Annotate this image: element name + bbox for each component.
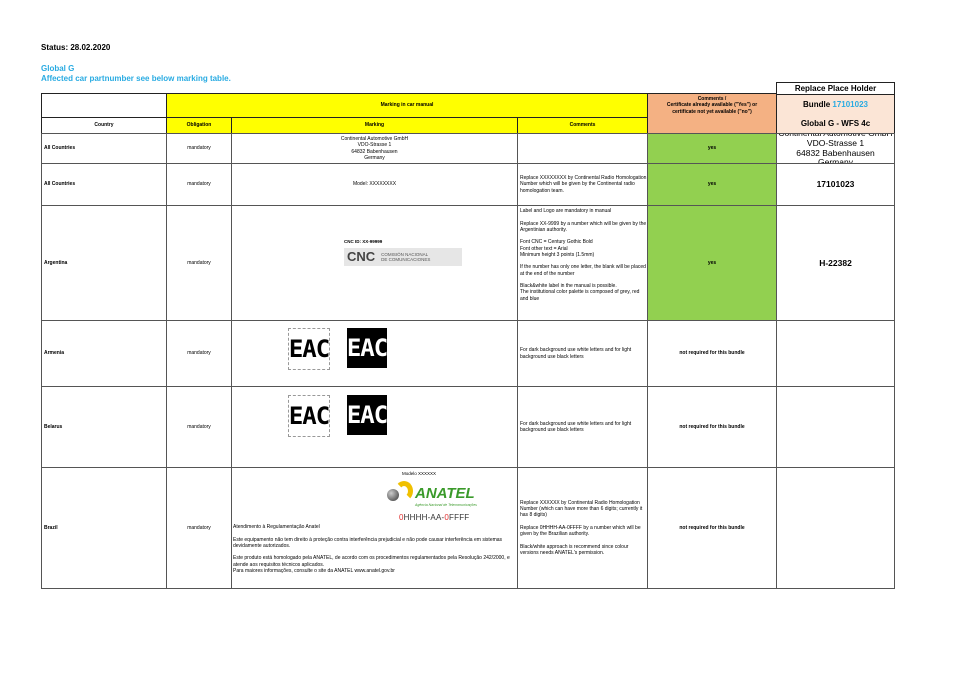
title-global-g: Global G — [41, 64, 75, 73]
row-country: Argentina — [41, 205, 167, 321]
row-cert-status: not required for this bundle — [647, 320, 777, 387]
cnc-id-text: CNC ID: XX-99999 — [344, 239, 383, 244]
row-comments: Replace XXXXXX by Continental Radio Homo… — [517, 467, 648, 589]
eac-logo-dark: EAC — [347, 395, 388, 435]
row-obligation: mandatory — [166, 163, 232, 206]
row-marking: EAC EAC — [231, 386, 518, 468]
anatel-code: 0HHHH-AA-0FFFF — [399, 513, 470, 522]
status-text: Status: 28.02.2020 — [41, 43, 111, 52]
bundle-model: Global G - WFS 4c — [800, 118, 871, 128]
title-affected: Affected car partnumber see below markin… — [41, 74, 231, 83]
header-marking-group: Marking in car manual — [166, 93, 648, 118]
row-cert-status: yes — [647, 205, 777, 321]
row-replace-value — [776, 386, 895, 468]
header-country: Country — [41, 117, 167, 134]
row-obligation: mandatory — [166, 133, 232, 164]
row-marking: Model: XXXXXXXX — [231, 163, 518, 206]
row-obligation: mandatory — [166, 205, 232, 321]
anatel-text: Atendimento à Regulamentação Anatel Este… — [233, 524, 510, 574]
row-replace-value: 17101023 — [776, 163, 895, 206]
row-country: All Countries — [41, 163, 167, 206]
row-marking: Continental Automotive GmbH VDO-Strasse … — [231, 133, 518, 164]
row-obligation: mandatory — [166, 467, 232, 589]
row-comments: For dark background use white letters an… — [517, 386, 648, 468]
cnc-logo: CNC COMISIÓN NACIONAL DE COMUNICACIONES — [344, 248, 462, 266]
row-country: All Countries — [41, 133, 167, 164]
bundle-number: 17101023 — [832, 99, 868, 109]
eac-logo-light: EAC — [288, 395, 330, 437]
eac-logo-light: EAC — [288, 328, 330, 370]
row-obligation: mandatory — [166, 320, 232, 387]
bundle-label: Bundle — [803, 99, 831, 109]
row-marking: EAC EAC — [231, 320, 518, 387]
header-empty-cell — [41, 93, 167, 118]
row-replace-value: Continental Automotive GmbH VDO-Strasse … — [776, 133, 895, 164]
row-marking: CNC ID: XX-99999 CNC COMISIÓN NACIONAL D… — [231, 205, 518, 321]
row-cert-status: yes — [647, 133, 777, 164]
row-comments: Replace XXXXXXXX by Continental Radio Ho… — [517, 163, 648, 206]
row-comments: Label and Logo are mandatory in manual R… — [517, 205, 648, 321]
row-cert-status: not required for this bundle — [647, 467, 777, 589]
row-country: Brazil — [41, 467, 167, 589]
header-comments-cert: Comments / Certificate already available… — [647, 93, 777, 134]
row-replace-value — [776, 467, 895, 589]
header-comments: Comments — [517, 117, 648, 134]
row-obligation: mandatory — [166, 386, 232, 468]
row-comments: For dark background use white letters an… — [517, 320, 648, 387]
row-replace-value: H-22382 — [776, 205, 895, 321]
header-marking: Marking — [231, 117, 518, 134]
anatel-arc-icon — [395, 481, 413, 501]
anatel-model-text: Modelo XXXXXX — [402, 471, 437, 476]
anatel-logo: ANATEL Agência Nacional de Telecomunicaç… — [387, 481, 479, 511]
bundle-cell: Bundle 17101023 Global G - WFS 4c — [776, 94, 895, 134]
row-comments — [517, 133, 648, 164]
row-replace-value — [776, 320, 895, 387]
header-obligation: Obligation — [166, 117, 232, 134]
row-country: Belarus — [41, 386, 167, 468]
eac-logo-dark: EAC — [347, 328, 388, 368]
row-country: Armenia — [41, 320, 167, 387]
row-cert-status: yes — [647, 163, 777, 206]
row-marking: Modelo XXXXXX ANATEL Agência Nacional de… — [231, 467, 518, 589]
row-cert-status: not required for this bundle — [647, 386, 777, 468]
